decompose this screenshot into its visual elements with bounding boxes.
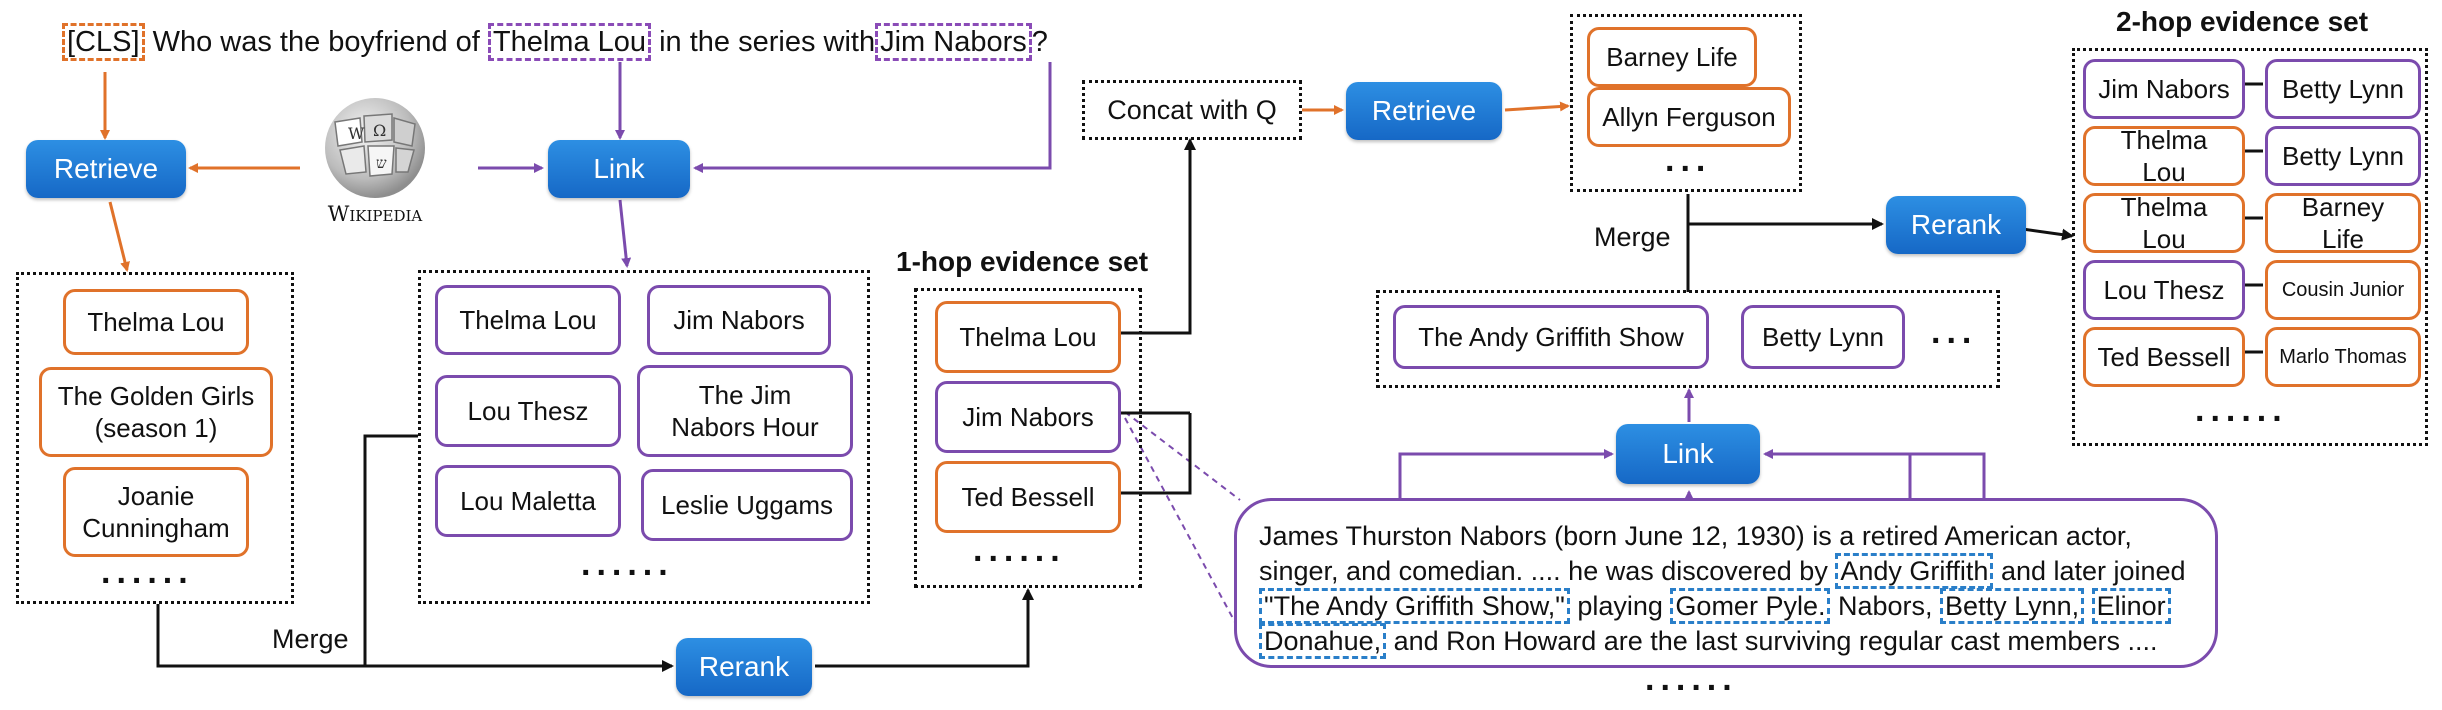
one-hop-item: Thelma Lou [935, 301, 1121, 373]
svg-text:W: W [348, 124, 365, 143]
two-hop-item: Barney Life [2265, 192, 2421, 254]
passage-entity: Betty Lynn, [1940, 588, 2085, 624]
ellipsis: ...... [973, 531, 1066, 569]
passage-entity: Gomer Pyle. [1670, 588, 1831, 624]
linked-item: The Andy Griffith Show [1393, 305, 1709, 369]
retrieved-item: Thelma Lou [63, 289, 249, 355]
two-hop-item: Betty Lynn [2265, 126, 2421, 186]
passage-text: Nabors, [1837, 591, 1933, 621]
query-part3: ? [1031, 26, 1048, 58]
ellipsis: ... [1665, 141, 1712, 179]
two-hop-set: Jim Nabors Betty Lynn Thelma Lou Betty L… [2072, 48, 2428, 446]
linked-set-right: The Andy Griffith Show Betty Lynn ... [1376, 290, 2000, 388]
two-hop-title: 2-hop evidence set [2116, 6, 2369, 37]
wikipedia-logo: W Ω ש Wikipedia [300, 92, 450, 232]
retrieved-item: The Golden Girls (season 1) [39, 367, 273, 457]
retrieved-set-right: Barney Life Allyn Ferguson ... [1570, 14, 1802, 192]
retrieve-button-left[interactable]: Retrieve [26, 140, 186, 198]
merge-label-left: Merge [272, 624, 349, 654]
rerank-button-right[interactable]: Rerank [1886, 196, 2026, 254]
passage-entity: "The Andy Griffith Show," [1259, 588, 1570, 624]
ellipsis: ...... [2195, 391, 2288, 429]
query-part1: Who was the boyfriend of [152, 26, 480, 58]
wikipedia-wordmark: Wikipedia [327, 202, 423, 226]
query-text: [CLS] Who was the boyfriend of Thelma Lo… [62, 23, 1048, 64]
two-hop-item: Ted Bessell [2083, 327, 2245, 387]
svg-text:Ω: Ω [373, 121, 386, 140]
link-button-top[interactable]: Link [548, 140, 690, 198]
linked-item: Jim Nabors [647, 285, 831, 355]
retrieved-item: Barney Life [1587, 27, 1757, 87]
wikipedia-globe-icon: W Ω ש [325, 98, 425, 198]
ellipsis: ...... [101, 553, 194, 591]
link-button-right[interactable]: Link [1616, 424, 1760, 484]
one-hop-item: Ted Bessell [935, 461, 1121, 533]
retrieve-button-right[interactable]: Retrieve [1346, 82, 1502, 140]
two-hop-item: Cousin Junior [2265, 260, 2421, 320]
linked-item: Leslie Uggams [641, 469, 853, 541]
cls-token: [CLS] [62, 23, 145, 61]
query-entity-thelma: Thelma Lou [487, 23, 652, 61]
linked-item: Thelma Lou [435, 285, 621, 355]
retrieved-item: Joanie Cunningham [63, 467, 249, 557]
retrieved-set-left: Thelma Lou The Golden Girls (season 1) J… [16, 272, 294, 604]
passage-text: playing [1577, 591, 1663, 621]
ellipsis: ... [1931, 313, 1978, 351]
wiki-passage: James Thurston Nabors (born June 12, 193… [1234, 498, 2218, 668]
retrieved-item: Allyn Ferguson [1587, 87, 1791, 147]
linked-set-left: Thelma Lou Jim Nabors Lou Thesz The Jim … [418, 270, 870, 604]
two-hop-item: Thelma Lou [2083, 192, 2245, 254]
svg-text:ש: ש [376, 154, 387, 172]
two-hop-item: Jim Nabors [2083, 59, 2245, 119]
passage-entity: Donahue, [1259, 623, 1387, 659]
passage-text: and later joined [2000, 556, 2186, 586]
passage-entity: Andy Griffith [1835, 553, 1994, 589]
rerank-button-bottom[interactable]: Rerank [676, 638, 812, 696]
two-hop-item: Betty Lynn [2265, 59, 2421, 119]
ellipsis: ...... [581, 545, 674, 583]
linked-item: The Jim Nabors Hour [637, 365, 853, 457]
one-hop-set: Thelma Lou Jim Nabors Ted Bessell ...... [914, 288, 1142, 588]
concat-with-q: Concat with Q [1082, 80, 1302, 140]
linked-item: Betty Lynn [1741, 305, 1905, 369]
two-hop-item: Thelma Lou [2083, 125, 2245, 187]
two-hop-item: Lou Thesz [2083, 260, 2245, 320]
ellipsis: ...... [1645, 660, 1738, 698]
passage-entity: Elinor [2091, 588, 2171, 624]
query-entity-jim: Jim Nabors [875, 23, 1032, 61]
query-part2: in the series with [659, 26, 876, 58]
passage-text: singer, and comedian. .... he was discov… [1259, 556, 1828, 586]
two-hop-item: Marlo Thomas [2265, 327, 2421, 387]
passage-text: and Ron Howard are the last surviving re… [1393, 626, 2158, 656]
one-hop-title: 1-hop evidence set [896, 246, 1149, 277]
one-hop-item: Jim Nabors [935, 381, 1121, 453]
linked-item: Lou Maletta [435, 465, 621, 537]
linked-item: Lou Thesz [435, 375, 621, 447]
merge-label-right: Merge [1594, 222, 1671, 252]
passage-text: James Thurston Nabors (born June 12, 193… [1259, 521, 2132, 551]
